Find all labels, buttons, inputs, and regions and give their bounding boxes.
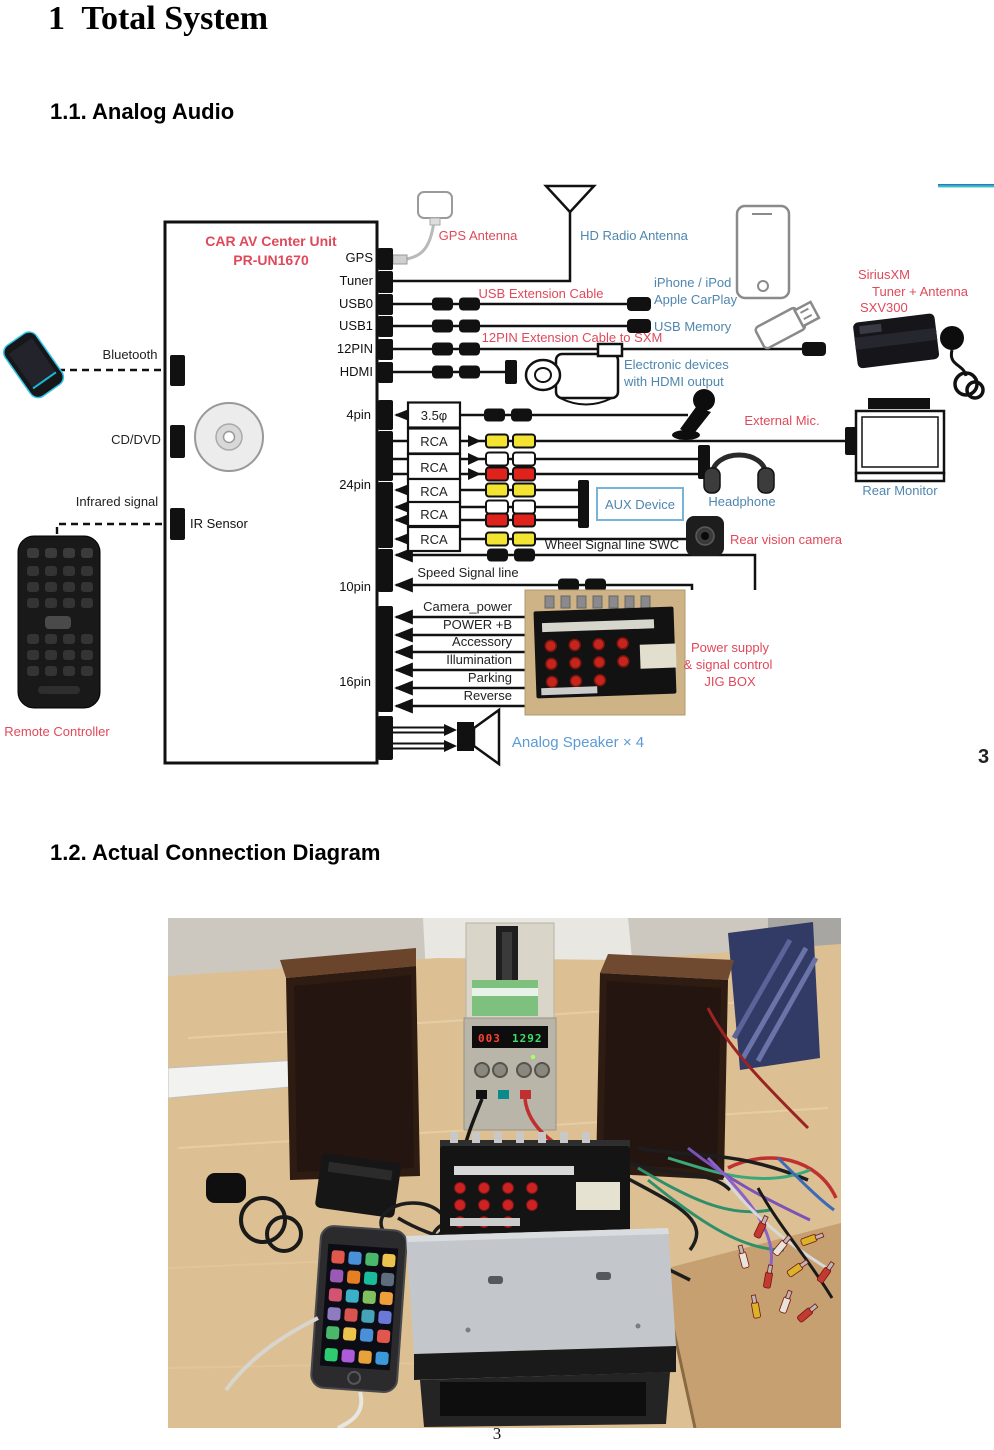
analog-speaker-label: Analog Speaker × 4 [512, 734, 644, 751]
remote-controller-label: Remote Controller [4, 724, 110, 739]
port-gps: GPS [346, 250, 374, 265]
external-mic-label: External Mic. [744, 413, 819, 428]
gps-antenna-label: GPS Antenna [439, 228, 519, 243]
hdmi-devices-label-2: with HDMI output [623, 374, 724, 389]
reverse-label: Reverse [464, 688, 512, 703]
iphone-outline-icon [735, 204, 791, 300]
microphone-icon [672, 389, 715, 440]
siriusxm-label-3: SXV300 [860, 300, 908, 315]
file-organizer [728, 922, 820, 1070]
siriusxm-label-2: Tuner + Antenna [872, 284, 969, 299]
jack-3-5mm: 3.5φ [421, 408, 448, 423]
harness-wires [637, 1146, 835, 1299]
jig-box [440, 1132, 630, 1260]
ir-sensor-label: IR Sensor [190, 516, 248, 531]
bluetooth-label: Bluetooth [103, 347, 158, 362]
speed-signal-label: Speed Signal line [417, 565, 518, 580]
gps-antenna-puck [206, 1173, 303, 1253]
headphone-label: Headphone [708, 494, 775, 509]
hd-radio-label: HD Radio Antenna [580, 228, 688, 243]
unit-name-label: CAR AV Center Unit [205, 233, 337, 249]
rear-monitor-icon [854, 398, 946, 483]
camcorder-icon [524, 342, 624, 406]
jack-rca-3: RCA [420, 484, 448, 499]
cd-dvd-label: CD/DVD [111, 432, 161, 447]
unit-model-label: PR-UN1670 [233, 252, 309, 268]
port-usb0: USB0 [339, 296, 373, 311]
psu-current-readout: 003 [478, 1032, 501, 1045]
aux-device-box [596, 487, 684, 521]
power-supply: 003 1292 [463, 922, 557, 1131]
cd-disc [194, 402, 264, 472]
power-b-label: POWER +B [443, 617, 512, 632]
car-av-center-unit: CAR AV Center Unit PR-UN1670 [163, 220, 393, 765]
jig-label-2: & signal control [684, 657, 773, 672]
phone-cables [224, 1316, 364, 1428]
jack-rca-5: RCA [420, 532, 448, 547]
jig-box-photo [524, 589, 686, 716]
jig-label-3: JIG BOX [704, 674, 756, 689]
rear-camera-label: Rear vision camera [730, 532, 843, 547]
siriusxm-label-1: SiriusXM [858, 267, 910, 282]
teal-rule [938, 184, 994, 188]
iphone-label-1: iPhone / iPod [654, 275, 731, 290]
headphone-icon [703, 452, 775, 494]
jack-rca-4: RCA [420, 507, 448, 522]
accessory-label: Accessory [452, 634, 512, 649]
hdmi-devices-label-1: Electronic devices [624, 357, 729, 372]
page-number: 3 [492, 1424, 502, 1443]
small-black-box [315, 1153, 401, 1218]
port-12pin: 12PIN [337, 341, 373, 356]
bluetooth-phone-icon [3, 331, 65, 399]
left-speaker [280, 948, 420, 1180]
wheel-signal-label: Wheel Signal line SWC [545, 537, 679, 552]
diagram-labels: GPS Antenna HD Radio Antenna USB Extensi… [4, 228, 969, 751]
usb-stick-icon [754, 300, 821, 350]
unit-port-tabs [170, 248, 393, 760]
gps-antenna-icon [417, 191, 453, 226]
jack-rca-1: RCA [420, 434, 448, 449]
illumination-label: Illumination [446, 652, 512, 667]
actual-connection-photo: 003 1292 [168, 918, 841, 1428]
camera-power-label: Camera_power [423, 599, 513, 614]
psu-voltage-readout: 1292 [512, 1032, 543, 1045]
port-tuner: Tuner [340, 273, 374, 288]
section-1-2-heading: 1.2. Actual Connection Diagram [50, 840, 381, 865]
ext-12pin-label: 12PIN Extension Cable to SXM [482, 330, 663, 345]
port-hdmi: HDMI [340, 364, 373, 379]
infrared-label: Infrared signal [76, 494, 158, 509]
siriusxm-tuner-icon [853, 313, 985, 400]
port-4pin: 4pin [346, 407, 371, 422]
connector-blocks [432, 297, 857, 592]
analog-audio-diagram: CAR AV Center Unit PR-UN1670 [3, 184, 994, 768]
remote-controller-icon [17, 535, 101, 709]
port-24pin: 24pin [339, 477, 371, 492]
usb-memory-label: USB Memory [654, 319, 732, 334]
jack-boxes: 3.5φ RCA RCA RCA RCA RCA [406, 401, 462, 553]
jack-rca-2: RCA [420, 460, 448, 475]
aux-device-label: AUX Device [605, 497, 675, 512]
rear-camera-icon [686, 516, 724, 556]
figure-corner-number: 3 [978, 746, 989, 768]
head-unit [406, 1228, 676, 1427]
speaker-icon [457, 707, 501, 767]
iphone [310, 1225, 408, 1393]
rear-monitor-label: Rear Monitor [862, 483, 938, 498]
right-speaker [596, 954, 734, 1180]
page-title: 1 Total System [48, 0, 269, 37]
iphone-label-2: Apple CarPlay [654, 292, 738, 307]
port-10pin: 10pin [339, 579, 371, 594]
parking-label: Parking [468, 670, 512, 685]
port-usb1: USB1 [339, 318, 373, 333]
jig-label-1: Power supply [691, 640, 770, 655]
usb-ext-cable-label: USB Extension Cable [478, 286, 603, 301]
port-16pin: 16pin [339, 674, 371, 689]
section-1-1-heading: 1.1. Analog Audio [50, 99, 235, 124]
